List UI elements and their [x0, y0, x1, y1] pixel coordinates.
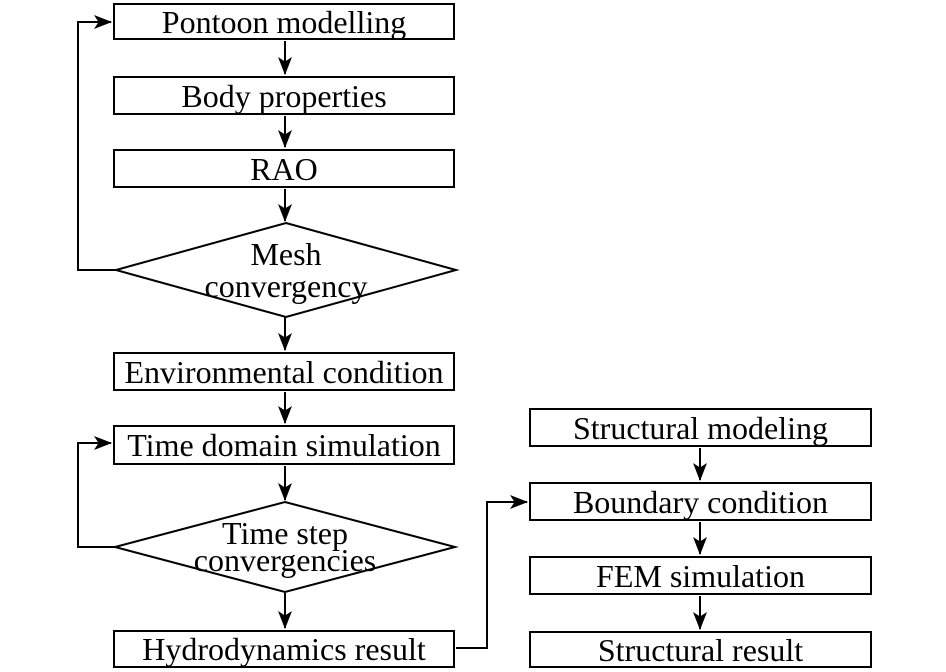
node-label: Time domain simulation [127, 427, 441, 463]
node-structural-result: Structural result [529, 631, 872, 668]
feedback-timestep-to-timedomain [77, 436, 116, 548]
node-pontoon-modelling: Pontoon modelling [113, 3, 455, 40]
node-fem-simulation: FEM simulation [529, 556, 872, 595]
node-label-line1: Mesh [250, 236, 322, 272]
node-structural-modeling: Structural modeling [529, 408, 872, 447]
time-step-convergencies-diamond [111, 500, 459, 594]
node-label-line2: convergency [204, 268, 368, 304]
node-hydrodynamics-result: Hydrodynamics result [113, 630, 455, 668]
node-label-line2: convergencies [193, 542, 377, 578]
node-label-line1: Time step [222, 515, 348, 551]
node-label: RAO [250, 150, 318, 187]
node-environmental-condition: Environmental condition [113, 352, 455, 391]
elbow-hydro-to-boundary [456, 495, 528, 649]
node-label: Structural result [597, 631, 804, 668]
node-body-properties: Body properties [113, 76, 455, 115]
node-label: Body properties [181, 77, 387, 114]
edge-group [77, 15, 707, 649]
node-label: Pontoon modelling [161, 3, 407, 40]
node-label: Structural modeling [572, 409, 829, 446]
mesh-convergency-label: Mesh convergency [136, 238, 436, 302]
node-boundary-condition: Boundary condition [529, 482, 872, 521]
node-rao: RAO [113, 149, 455, 188]
time-step-convergencies-label: Time step convergencies [135, 515, 435, 578]
node-time-domain-simulation: Time domain simulation [113, 425, 455, 465]
node-label: FEM simulation [596, 557, 805, 594]
feedback-mesh-to-pontoon [77, 15, 117, 271]
node-label: Boundary condition [572, 483, 829, 520]
node-label: Environmental condition [124, 353, 444, 390]
node-label: Hydrodynamics result [142, 631, 426, 667]
mesh-convergency-diamond [112, 221, 460, 319]
